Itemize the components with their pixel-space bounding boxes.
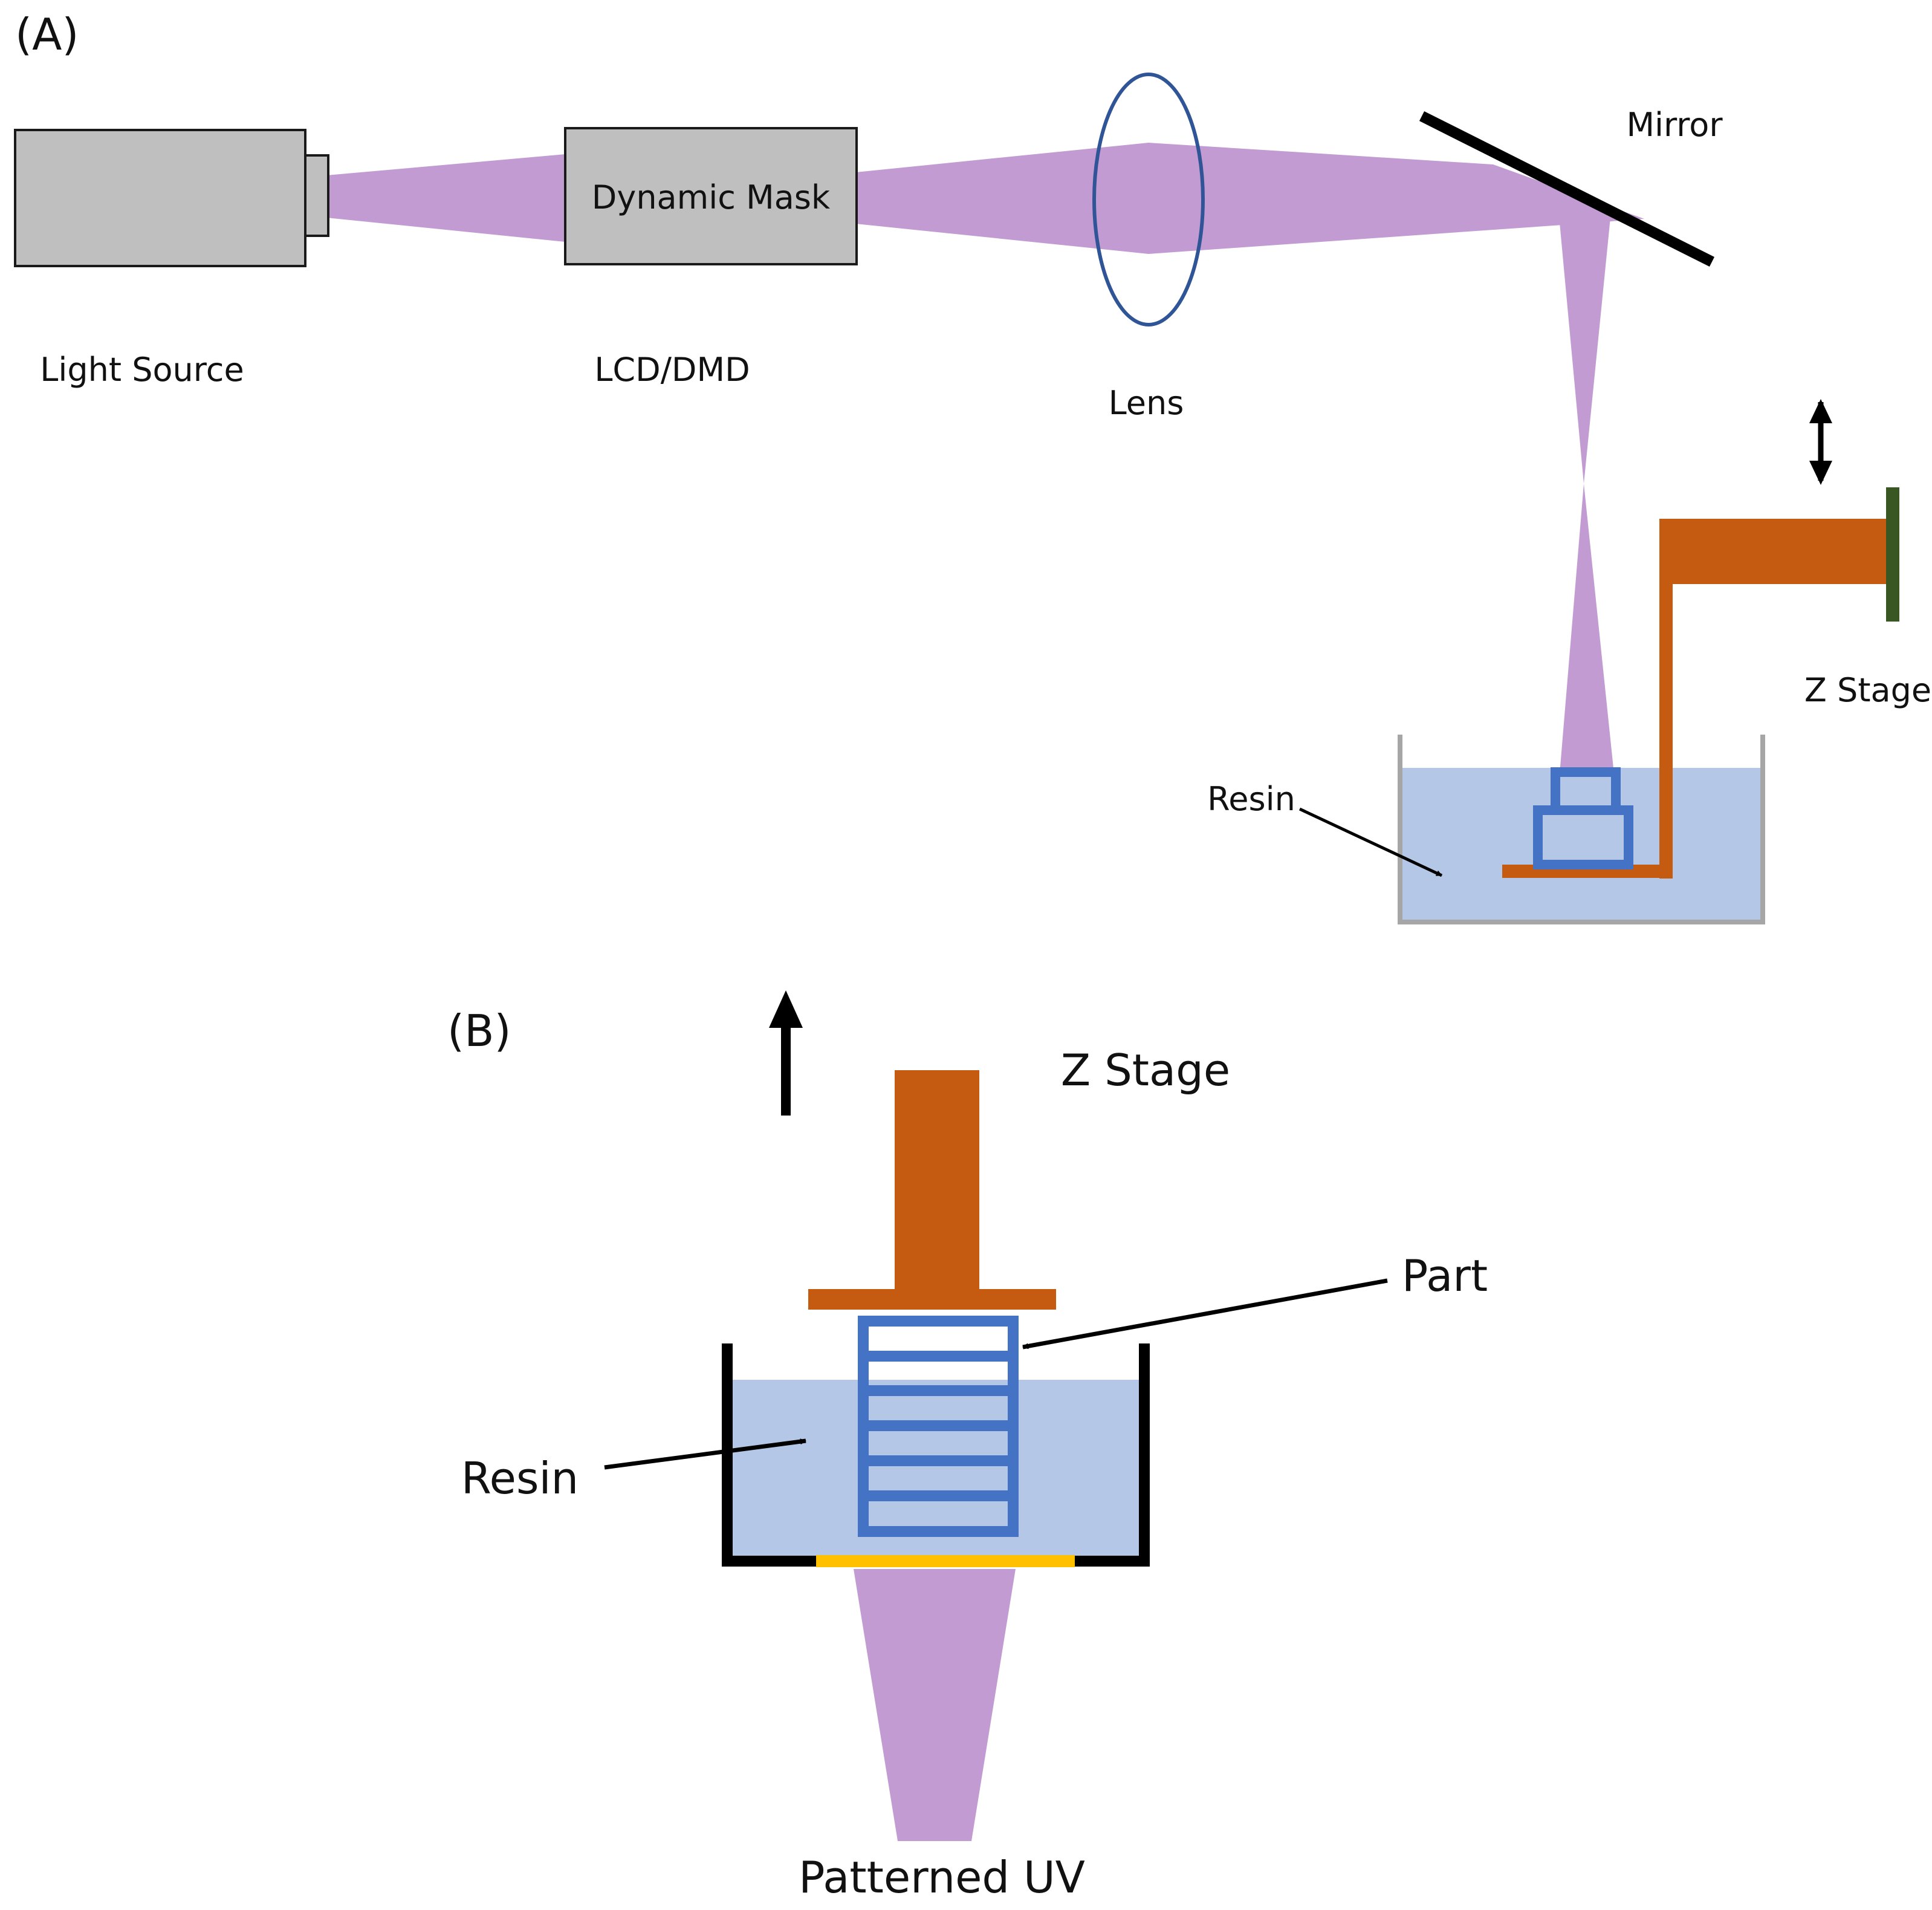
z-stage-label-a: Z Stage — [1804, 671, 1931, 709]
lens-label: Lens — [1109, 384, 1184, 422]
part-pointer-b — [1022, 1278, 1388, 1350]
panel-a-label: (A) — [15, 9, 79, 60]
dynamic-mask-box — [564, 127, 858, 265]
part-label-b: Part — [1402, 1250, 1488, 1301]
vat-window-b — [816, 1555, 1075, 1567]
mirror-label: Mirror — [1626, 106, 1723, 144]
uv-beam-source-to-mask — [326, 154, 565, 242]
light-source-label: Light Source — [40, 351, 244, 389]
light-source-box — [14, 129, 306, 267]
uv-beam-focus-to-resin — [1560, 484, 1614, 774]
build-platform-b — [808, 1289, 1056, 1310]
uv-beam-mirror-to-focus — [1560, 212, 1611, 484]
uv-beam-mask-to-lens — [855, 143, 1149, 254]
resin-pointer-b — [604, 1438, 806, 1470]
patterned-uv-label: Patterned UV — [799, 1852, 1085, 1903]
panel-b-label: (B) — [447, 1005, 511, 1056]
z-stage-arm-horizontal — [1659, 519, 1892, 584]
z-stage-arrow-up-icon — [1809, 399, 1832, 423]
z-stage-arm-vertical — [1659, 519, 1673, 879]
patterned-uv-beam — [854, 1569, 1016, 1841]
printed-part-base-a — [1533, 805, 1633, 869]
resin-fill-a — [1400, 768, 1763, 922]
z-stage-label-b: Z Stage — [1061, 1045, 1230, 1096]
lcd-dmd-label: LCD/DMD — [594, 351, 750, 389]
resin-label-a: Resin — [1207, 780, 1295, 818]
light-source-nozzle — [304, 154, 329, 237]
resin-label-b: Resin — [461, 1453, 579, 1504]
resin-vat-a — [1398, 735, 1765, 924]
z-stage-mount — [1886, 487, 1899, 622]
printed-part-b — [858, 1316, 1019, 1537]
resin-pointer-a — [1298, 807, 1443, 877]
z-stage-column-b — [895, 1070, 979, 1291]
z-stage-up-arrowhead-icon — [769, 990, 803, 1028]
uv-beam-lens-to-mirror — [1149, 143, 1644, 254]
mirror-icon — [1419, 111, 1715, 267]
z-stage-arrow-down-icon — [1809, 461, 1832, 485]
dynamic-mask-label: Dynamic Mask — [592, 178, 831, 216]
lens-icon — [1092, 73, 1205, 326]
